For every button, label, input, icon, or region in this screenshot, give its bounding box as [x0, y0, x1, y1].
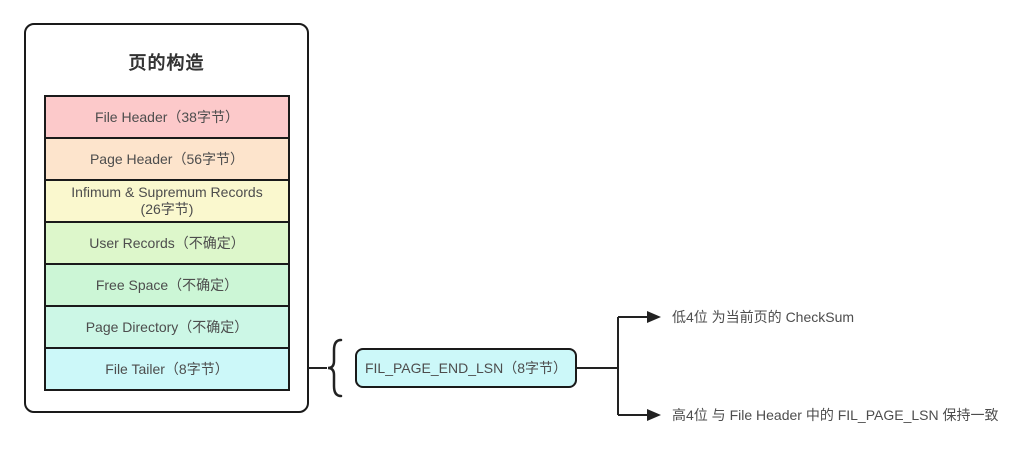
row-label: Page Directory（不确定） [85, 318, 249, 335]
row-infimum-supremum: Infimum & Supremum Records (26字节) [44, 179, 290, 223]
brace [327, 338, 343, 398]
detail-box-label: FIL_PAGE_END_LSN（8字节） [364, 360, 568, 376]
row-label: File Tailer（8字节） [105, 360, 229, 377]
row-label: Infimum & Supremum Records [71, 184, 263, 200]
row-user-records: User Records（不确定） [44, 221, 290, 265]
annotation-low-4bits: 低4位 为当前页的 CheckSum [672, 309, 855, 325]
row-file-tailer: File Tailer（8字节） [44, 347, 290, 391]
panel-title: 页的构造 [128, 53, 205, 73]
page-structure-panel: 页的构造 File Header（38字节） Page Header（56字节）… [24, 23, 309, 413]
row-label: File Header（38字节） [95, 108, 239, 125]
row-page-directory: Page Directory（不确定） [44, 305, 290, 349]
fil-page-end-lsn-box: FIL_PAGE_END_LSN（8字节） [355, 348, 577, 388]
row-free-space: Free Space（不确定） [44, 263, 290, 307]
row-sublabel: (26字节) [140, 201, 194, 217]
row-file-header: File Header（38字节） [44, 95, 290, 139]
row-page-header: Page Header（56字节） [44, 137, 290, 181]
row-label: Free Space（不确定） [95, 276, 239, 293]
structure-rows: File Header（38字节） Page Header（56字节） Infi… [44, 95, 290, 391]
top-arrowhead-icon [647, 311, 661, 323]
row-label: User Records（不确定） [89, 234, 245, 251]
annotation-high-4bits: 高4位 与 File Header 中的 FIL_PAGE_LSN 保持一致 [672, 407, 999, 423]
bottom-arrowhead-icon [647, 409, 661, 421]
row-label: Page Header（56字节） [89, 150, 245, 167]
